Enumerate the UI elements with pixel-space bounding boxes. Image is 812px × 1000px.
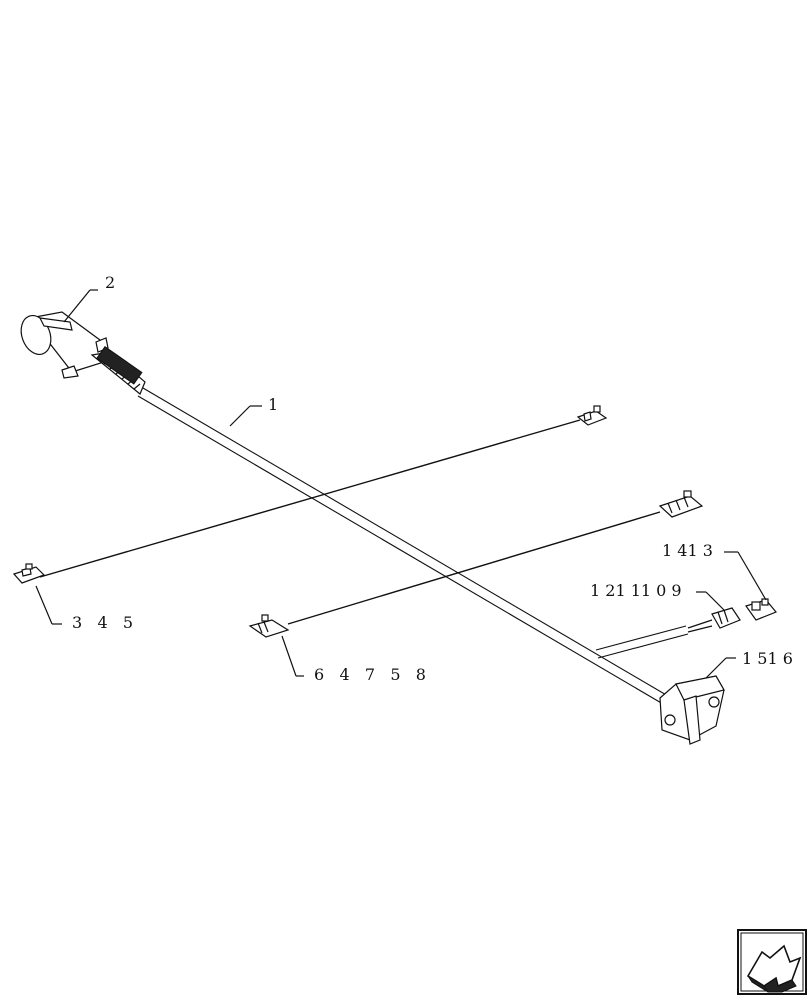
- callout-14-13: 1 41 3: [662, 541, 713, 560]
- callout-leaders: [35, 289, 767, 679]
- callout-1: 1: [268, 395, 278, 414]
- trailer-socket: [659, 675, 725, 745]
- left-branch-connector: [12, 563, 46, 584]
- callout-2: 2: [105, 273, 115, 292]
- upper-right-connector: [576, 405, 608, 426]
- lower-right-receptacle: [745, 598, 777, 621]
- left-branch-wire: [12, 405, 608, 584]
- callout-12-11-10-9: 1 21 11 0 9: [590, 581, 682, 600]
- main-harness-cable: [137, 387, 669, 705]
- lower-right-branch: [595, 598, 777, 659]
- trailer-plug: [20, 311, 146, 395]
- callout-15-16: 1 51 6: [742, 649, 793, 668]
- next-page-arrow-icon[interactable]: [737, 929, 807, 995]
- callout-3-4-5: 3 4 5: [72, 613, 133, 632]
- middle-left-connector: [248, 614, 290, 638]
- callout-6-4-7-5-8: 6 4 7 5 8: [314, 665, 426, 684]
- middle-branch-wire: [248, 490, 704, 638]
- lower-right-plug: [711, 607, 741, 629]
- middle-right-connector: [658, 490, 704, 518]
